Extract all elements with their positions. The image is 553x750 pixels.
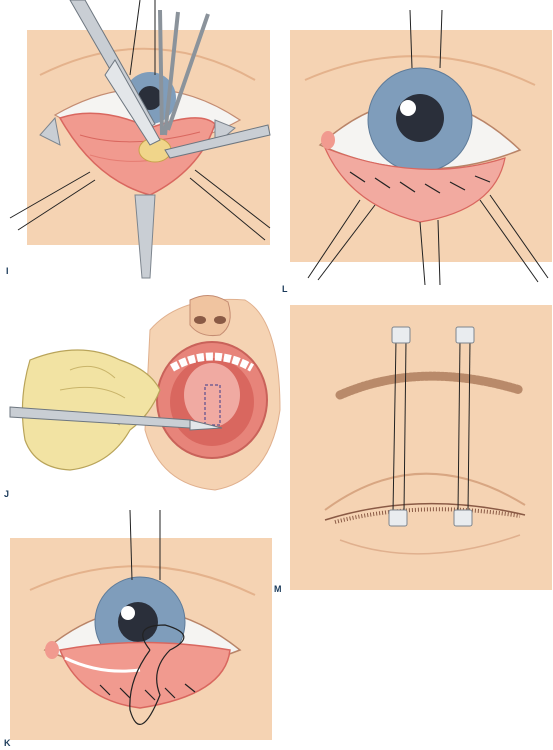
gloved-hand [21, 349, 161, 471]
lower-lid-graft [323, 146, 506, 223]
panel-l-illustration [290, 9, 552, 286]
traction-suture [129, 509, 133, 581]
brow-fold [39, 47, 256, 81]
panel-label-i: I [6, 266, 9, 276]
scalpel-blade [104, 59, 161, 146]
panel-m: M [274, 300, 553, 600]
graft-tissue [58, 641, 231, 709]
running-suture [99, 683, 196, 701]
traction-suture [9, 171, 91, 219]
frost-suture [392, 339, 397, 513]
pupil [396, 94, 444, 142]
upper-teeth [170, 352, 254, 372]
bolster-top-left [391, 326, 411, 344]
traction-suture [439, 9, 443, 69]
panel-k-illustration [10, 509, 272, 740]
scalpel-blade [189, 419, 223, 431]
panel-label-j: J [4, 489, 10, 499]
bolster-top-right [455, 326, 475, 344]
traction-suture [479, 199, 539, 283]
lid-crease [29, 565, 256, 596]
panel-j-illustration [9, 295, 281, 491]
frost-suture [457, 339, 461, 513]
forceps-right [164, 124, 271, 159]
panel-label-l: L [282, 284, 288, 294]
mattress-suture [129, 624, 185, 725]
forceps [158, 9, 210, 136]
traction-suture [194, 169, 271, 229]
frost-suture [467, 339, 471, 513]
panel-label-m: M [274, 584, 282, 594]
panel-j: J [0, 290, 281, 505]
traction-suture [409, 9, 413, 69]
tissue-fold [79, 131, 201, 143]
traction-suture [189, 177, 266, 241]
panel-l: L [280, 0, 553, 294]
hard-palate [184, 363, 240, 427]
nose [189, 295, 231, 336]
graft-outline [204, 384, 221, 426]
closed-lid-margin [324, 502, 526, 521]
traction-suture [317, 204, 376, 281]
traction-suture [419, 221, 426, 286]
panel-label-k: K [4, 738, 11, 748]
lid-crease [304, 55, 536, 86]
pupil-highlight [400, 100, 416, 116]
retractor-left [39, 116, 61, 146]
frost-suture [403, 339, 407, 513]
lower-lid-fold [339, 534, 521, 555]
graft-edge [64, 656, 141, 673]
bolster-bottom-left [388, 509, 408, 527]
eyebrow [335, 371, 525, 400]
skin-background [290, 305, 552, 590]
running-suture [349, 171, 491, 194]
traction-suture [489, 194, 549, 279]
nostril [194, 316, 206, 324]
traction-suture [437, 219, 441, 286]
panel-i: I [0, 0, 280, 280]
traction-suture [129, 0, 141, 76]
panel-i-illustration [9, 0, 271, 279]
eyelashes [334, 507, 521, 524]
traction-suture [307, 199, 361, 279]
caruncle [45, 641, 59, 659]
lid-crease [324, 472, 526, 511]
everted-conjunctiva [58, 112, 216, 196]
bolster-bottom-right [453, 509, 473, 527]
pupil-highlight [121, 606, 135, 620]
traction-suture [17, 179, 96, 231]
caruncle [321, 131, 335, 149]
panel-m-illustration [290, 305, 552, 590]
retractor-bottom [134, 194, 156, 279]
panel-k: K [0, 509, 280, 750]
nostril [214, 316, 226, 324]
